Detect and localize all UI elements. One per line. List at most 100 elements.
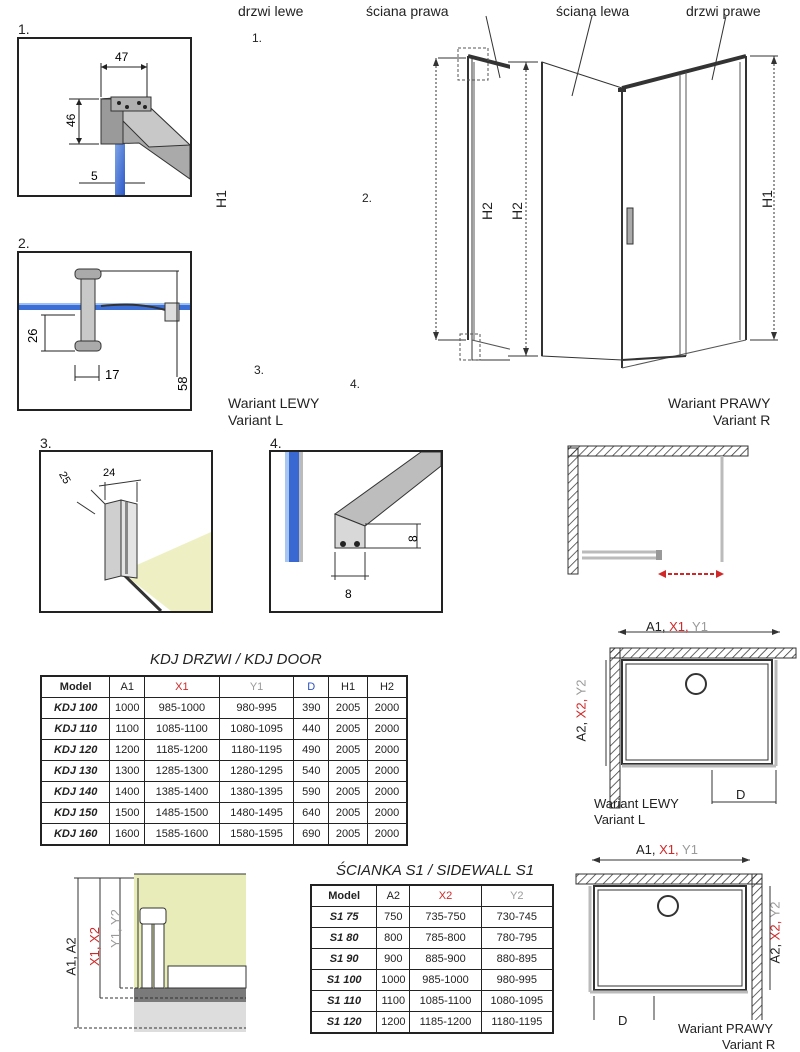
- door-table-cell: 1280-1295: [218, 760, 295, 782]
- wall-table-cell: 1000: [376, 969, 411, 991]
- wall-table-cell: 980-995: [480, 969, 554, 991]
- door-table-header-h2: H2: [367, 675, 408, 698]
- callout-3-marker: 3.: [254, 363, 265, 377]
- door-table-cell: 2000: [367, 823, 408, 846]
- detail-1-box: 47 46 5: [17, 37, 192, 197]
- detail-4-drawing: 8 8: [285, 452, 441, 601]
- detail-1-width-label: 47: [115, 50, 129, 64]
- wall-table-cell: S1 110: [310, 990, 378, 1012]
- plan-left-side-dim: A2, X2, Y2: [573, 679, 589, 742]
- detail-2-number: 2.: [18, 235, 30, 251]
- wall-table-title: ŚCIANKA S1 / SIDEWALL S1: [336, 862, 535, 879]
- door-table-cell: 2005: [328, 718, 369, 740]
- door-table-cell: 590: [293, 781, 330, 803]
- door-table-cell: 1180-1195: [218, 739, 295, 761]
- detail-4-box: 8 8: [269, 450, 443, 613]
- callout-4-marker: 4.: [350, 377, 361, 391]
- door-table-header-a1: A1: [109, 675, 146, 698]
- door-table-cell: 2005: [328, 697, 369, 719]
- wall-table-cell: 1085-1100: [409, 990, 482, 1012]
- wall-table-cell: 730-745: [480, 906, 554, 928]
- variant-right-drawing: [508, 15, 778, 369]
- wall-table-cell: S1 90: [310, 948, 378, 970]
- door-table-cell: 1585-1600: [144, 823, 220, 846]
- door-table-cell: 2005: [328, 823, 369, 846]
- wall-table-cell: 1080-1095: [480, 990, 554, 1012]
- wall-table-cell: 1200: [376, 1011, 411, 1034]
- label-drzwi-lewe: drzwi lewe: [238, 3, 304, 19]
- callout-2-marker: 2.: [362, 191, 373, 205]
- door-table-cell: 2000: [367, 760, 408, 782]
- door-table-cell: 1485-1500: [144, 802, 220, 824]
- detail-2-drawing: 26 17 58: [19, 268, 190, 391]
- wall-table-cell: 1180-1195: [480, 1011, 554, 1034]
- plan-right-caption: Wariant PRAWY: [678, 1021, 774, 1036]
- door-table-cell: 1285-1300: [144, 760, 220, 782]
- wall-table-cell: 800: [376, 927, 411, 949]
- plan-left-top-dim: A1, X1, Y1: [646, 619, 708, 634]
- door-table-cell: 640: [293, 802, 330, 824]
- door-table-cell: 2005: [328, 760, 369, 782]
- door-table-cell: 980-995: [218, 697, 295, 719]
- door-table-cell: KDJ 100: [40, 697, 111, 719]
- detail-1-height-label: 46: [64, 113, 78, 127]
- wall-table-header-model: Model: [310, 884, 378, 907]
- door-table-cell: KDJ 110: [40, 718, 111, 740]
- wall-table-cell: 885-900: [409, 948, 482, 970]
- detail-1-thickness-label: 5: [91, 169, 98, 183]
- profile-y1y2-label: Y1, Y2: [107, 909, 123, 948]
- door-table-cell: 1600: [109, 823, 146, 846]
- detail-2-box: 26 17 58: [17, 251, 192, 411]
- detail-2-height-label: 58: [175, 377, 190, 391]
- door-table-cell: 1480-1495: [218, 802, 295, 824]
- door-table-cell: 1185-1200: [144, 739, 220, 761]
- plan-right-drawing: [575, 857, 771, 1020]
- wall-table-cell: 1100: [376, 990, 411, 1012]
- door-table-cell: 1080-1095: [218, 718, 295, 740]
- door-table-cell: 690: [293, 823, 330, 846]
- wall-table-header-x2: X2: [409, 884, 482, 907]
- label-wariant-prawy: Wariant PRAWY: [668, 395, 771, 411]
- callout-1-marker: 1.: [252, 31, 263, 45]
- plan-left-d-label: D: [736, 787, 746, 802]
- door-table-cell: KDJ 120: [40, 739, 111, 761]
- label-sciana-prawa: ściana prawa: [366, 3, 449, 19]
- wall-table-cell: S1 100: [310, 969, 378, 991]
- wall-table-cell: S1 80: [310, 927, 378, 949]
- door-table-cell: 1500: [109, 802, 146, 824]
- door-table-cell: 1300: [109, 760, 146, 782]
- plan-right-side-dim: A2, X2, Y2: [767, 901, 783, 964]
- wall-table-header-a2: A2: [376, 884, 411, 907]
- door-table-cell: 2000: [367, 739, 408, 761]
- label-h2-right: H2: [508, 202, 525, 220]
- door-table-cell: 2000: [367, 802, 408, 824]
- door-table-cell: 1000: [109, 697, 146, 719]
- door-table-cell: 1580-1595: [218, 823, 295, 846]
- detail-2-width-label: 17: [105, 367, 119, 382]
- door-table-cell: 2005: [328, 739, 369, 761]
- wall-table-cell: 735-750: [409, 906, 482, 928]
- door-table-header-x1: X1: [144, 675, 220, 698]
- door-table-cell: 540: [293, 760, 330, 782]
- detail-1-number: 1.: [18, 21, 30, 37]
- door-table-cell: KDJ 150: [40, 802, 111, 824]
- profile-detail-drawing: [74, 873, 247, 1032]
- plan-right-d-label: D: [618, 1013, 628, 1028]
- label-h2-left: H2: [478, 202, 495, 220]
- door-table-cell: KDJ 160: [40, 823, 111, 846]
- door-table-cell: 1400: [109, 781, 146, 803]
- label-h1-right: H1: [758, 190, 775, 208]
- detail-3-number: 3.: [40, 435, 52, 451]
- plan-left-drawing: [605, 629, 797, 809]
- wall-table-cell: 985-1000: [409, 969, 482, 991]
